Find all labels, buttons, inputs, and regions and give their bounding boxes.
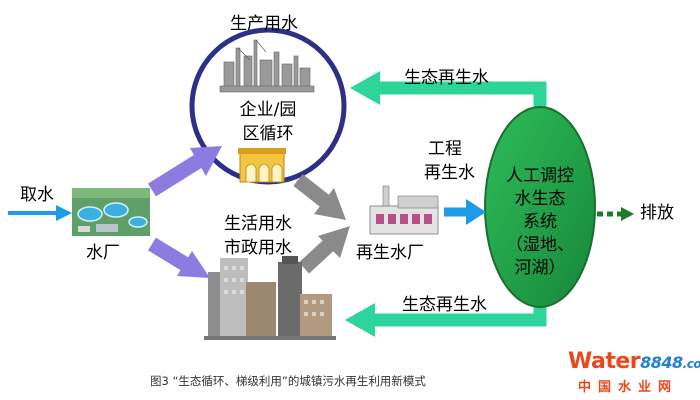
gray-arrow-from-enterprise-head bbox=[314, 188, 346, 220]
gray-arrow-from-city-line bbox=[298, 238, 336, 274]
intake-arrow-head bbox=[56, 205, 72, 221]
purple-arrow-down-line bbox=[148, 237, 192, 273]
engineering-arrow-head bbox=[466, 199, 486, 225]
city-buildings-icon bbox=[204, 256, 336, 340]
watermark-brand-word: Water bbox=[568, 349, 641, 374]
eco-system-label-line3: 系统 bbox=[523, 212, 557, 232]
eco-return-arrow-top-head bbox=[350, 71, 380, 105]
eco-reclaim-top-label: 生态再生水 bbox=[404, 68, 489, 88]
enterprise-label-line2: 区循环 bbox=[242, 124, 294, 144]
discharge-arrow-head bbox=[621, 207, 634, 221]
eco-system-label-line2: 水生态 bbox=[514, 189, 566, 209]
eco-system-label-line5: 河湖） bbox=[514, 258, 566, 278]
gray-arrow-from-enterprise-line bbox=[293, 174, 331, 208]
reclaim-plant-icon bbox=[369, 185, 439, 235]
purple-arrow-down-head bbox=[177, 251, 210, 278]
watermark-brand-suffix: .com bbox=[682, 357, 700, 371]
factory-icon bbox=[219, 39, 315, 93]
reclaim-plant-label: 再生水厂 bbox=[356, 243, 424, 263]
watermark-brand-number: 8848 bbox=[640, 353, 683, 372]
waterworks-icon bbox=[72, 188, 150, 236]
municipal-water-label: 市政用水 bbox=[224, 238, 292, 258]
waterworks-label: 水厂 bbox=[86, 243, 120, 263]
figure-caption: 图3 “生态循环、梯级利用”的城镇污水再生利用新模式 bbox=[150, 374, 426, 388]
eco-system-label-line1: 人工调控 bbox=[506, 166, 574, 186]
intake-label: 取水 bbox=[20, 185, 54, 205]
eco-return-arrow-top bbox=[380, 81, 547, 120]
eco-system-label-line4: （湿地、 bbox=[506, 235, 574, 255]
domestic-water-label: 生活用水 bbox=[224, 214, 292, 234]
eco-system-ellipse bbox=[484, 106, 596, 308]
discharge-label: 排放 bbox=[640, 203, 674, 223]
watermark-cn-name: 中国水业网 bbox=[578, 380, 679, 395]
engineering-label-line1: 工程 bbox=[428, 139, 462, 159]
watermark-logo: Water8848.com bbox=[568, 350, 700, 376]
park-building-icon bbox=[238, 148, 286, 183]
purple-arrow-up-line bbox=[148, 153, 204, 197]
purple-arrow-up-head bbox=[190, 146, 222, 176]
eco-return-arrow-bottom-head bbox=[345, 303, 375, 337]
production-water-label: 生产用水 bbox=[230, 14, 298, 34]
gray-arrow-from-city-head bbox=[318, 226, 350, 258]
engineering-label-line2: 再生水 bbox=[424, 163, 475, 183]
eco-reclaim-bottom-label: 生态再生水 bbox=[402, 295, 487, 315]
enterprise-label-line1: 企业/园 bbox=[239, 100, 297, 120]
